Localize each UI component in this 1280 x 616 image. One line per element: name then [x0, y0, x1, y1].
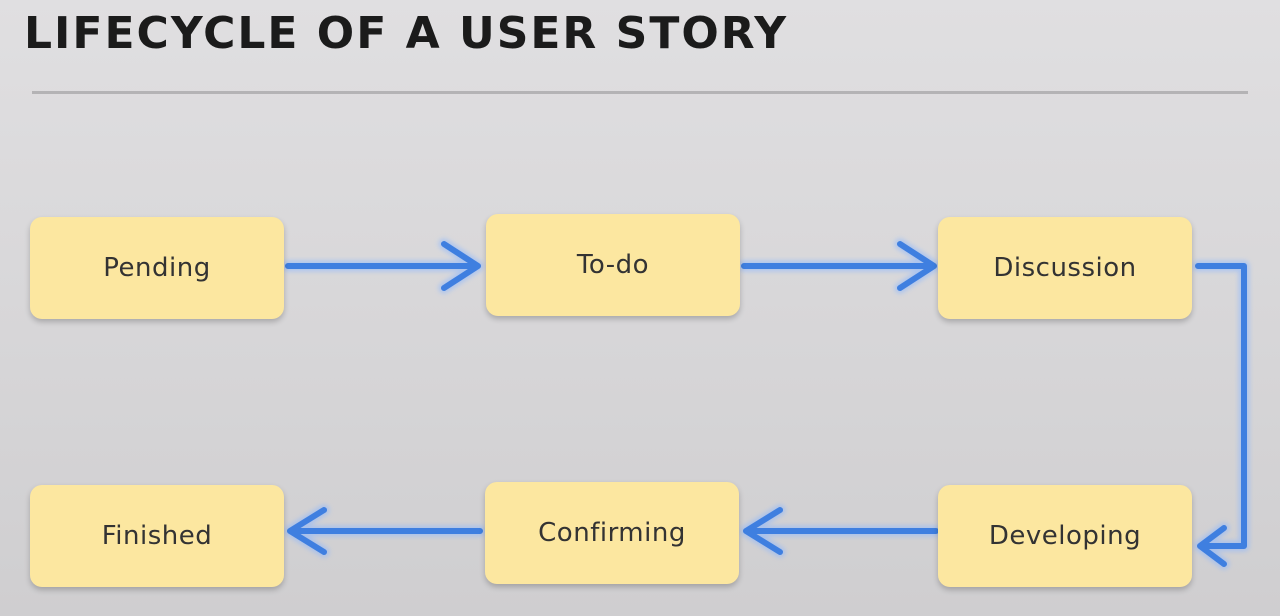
stage-finished: Finished — [30, 485, 284, 587]
stage-label: To-do — [576, 250, 650, 280]
stage-discussion: Discussion — [938, 217, 1192, 319]
arrow-pending-to-todo — [285, 241, 481, 291]
stage-confirming: Confirming — [485, 482, 739, 584]
stage-label: Confirming — [538, 518, 686, 548]
stage-label: Discussion — [993, 253, 1137, 283]
arrow-todo-to-discussion — [741, 241, 937, 291]
stage-label: Finished — [101, 521, 213, 551]
title-divider — [32, 91, 1248, 94]
stage-label: Developing — [988, 521, 1142, 551]
stage-pending: Pending — [30, 217, 284, 319]
stage-todo: To-do — [486, 214, 740, 316]
arrow-developing-to-confirming — [743, 507, 939, 555]
arrow-discussion-to-developing — [1195, 263, 1247, 567]
arrow-confirming-to-finished — [287, 507, 483, 555]
slide-title: LIFECYCLE OF A USER STORY — [24, 8, 789, 59]
stage-label: Pending — [103, 253, 211, 283]
stage-developing: Developing — [938, 485, 1192, 587]
